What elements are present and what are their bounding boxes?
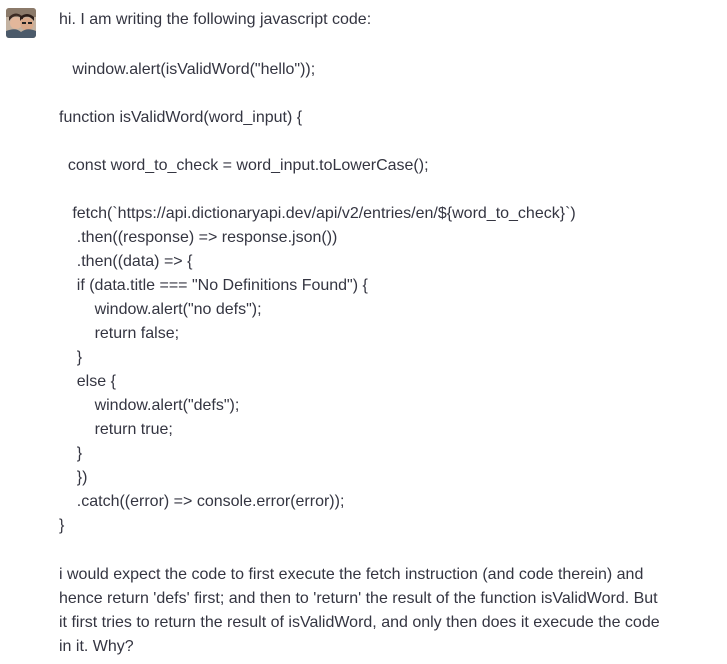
code-line: })	[59, 469, 88, 486]
code-line: else {	[59, 373, 116, 390]
question-line: in it. Why?	[59, 638, 134, 655]
user-avatar-icon	[6, 8, 36, 38]
code-line: }	[59, 445, 83, 462]
code-line: }	[59, 349, 83, 366]
code-line: .then((response) => response.json())	[59, 229, 338, 246]
question-line: it first tries to return the result of i…	[59, 614, 660, 631]
code-line: if (data.title === "No Definitions Found…	[59, 277, 368, 294]
message-intro: hi. I am writing the following javascrip…	[59, 11, 372, 28]
code-line: .catch((error) => console.error(error));	[59, 493, 345, 510]
code-line: function isValidWord(word_input) {	[59, 109, 303, 126]
user-photo-avatar-icon	[6, 8, 36, 38]
code-line: const word_to_check = word_input.toLower…	[59, 157, 429, 174]
code-line: .then((data) => {	[59, 253, 193, 270]
code-line: return false;	[59, 325, 180, 342]
question-line: hence return 'defs' first; and then to '…	[59, 590, 658, 607]
code-line: window.alert("no defs");	[59, 301, 262, 318]
code-line: fetch(`https://api.dictionaryapi.dev/api…	[59, 205, 576, 222]
code-line: }	[59, 517, 65, 534]
question-line: i would expect the code to first execute…	[59, 566, 644, 583]
code-line: window.alert(isValidWord("hello"));	[59, 61, 316, 78]
code-line: return true;	[59, 421, 173, 438]
code-line: window.alert("defs");	[59, 397, 240, 414]
